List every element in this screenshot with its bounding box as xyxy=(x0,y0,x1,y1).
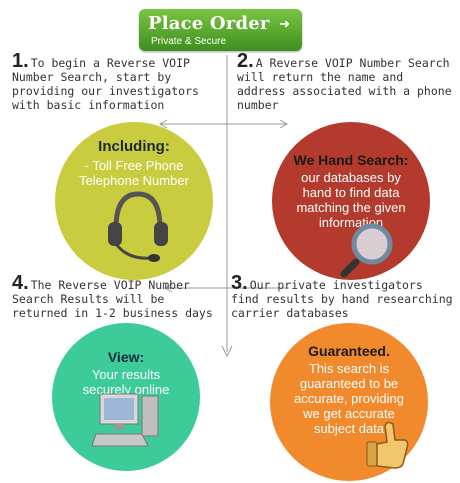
headset-icon xyxy=(108,191,168,262)
step-3: 3.Our private investigators find results… xyxy=(231,273,453,320)
guaranteed-line-5: subject data xyxy=(313,421,385,436)
thumbs-up-icon xyxy=(366,421,409,469)
hand-search-title: We Hand Search: xyxy=(293,152,409,168)
step-1: 1.To begin a Reverse VOIP Number Search,… xyxy=(12,51,222,112)
guaranteed-line-3: accurate, providing xyxy=(294,391,404,406)
vertical-arrow-head xyxy=(221,345,233,358)
including-line-1: - Toll Free Phone xyxy=(84,158,184,173)
view-line-1: Your results xyxy=(91,367,161,382)
step-3-text: Our private investigators find results b… xyxy=(231,278,453,320)
guaranteed-title: Guaranteed. xyxy=(308,343,390,359)
step-4-text: The Reverse VOIP Number Search Results w… xyxy=(12,278,213,320)
including-line-2: Telephone Number xyxy=(79,173,189,188)
view-line-2: securely online xyxy=(82,382,170,397)
hand-search-line-3: matching the given xyxy=(296,200,406,215)
place-order-label: Place Order xyxy=(148,13,270,34)
computer-icon xyxy=(91,393,159,447)
view-title: View: xyxy=(107,349,145,365)
step-4-number: 4. xyxy=(12,272,29,294)
step-1-number: 1. xyxy=(12,50,29,72)
guaranteed-line-2: guaranteed to be xyxy=(299,376,399,391)
guaranteed-text: This search is guaranteed to be accurate… xyxy=(274,361,424,436)
bottom-left-arrow xyxy=(163,283,173,293)
step-4: 4.The Reverse VOIP Number Search Results… xyxy=(12,273,222,320)
guaranteed-line-4: we get accurate xyxy=(303,406,395,421)
place-order-subtitle: Private & Secure xyxy=(151,36,227,47)
guaranteed-circle: Guaranteed. This search is guaranteed to… xyxy=(270,323,428,481)
step-2: 2.A Reverse VOIP Number Search will retu… xyxy=(237,51,452,112)
including-title: Including: xyxy=(98,138,170,155)
hand-search-circle: We Hand Search: our databases by hand to… xyxy=(272,122,430,280)
guaranteed-line-1: This search is xyxy=(308,361,390,376)
including-text: - Toll Free Phone Telephone Number xyxy=(59,158,209,188)
place-order-button[interactable]: Place Order ➜ Private & Secure xyxy=(139,9,302,51)
magnifier-icon xyxy=(340,223,393,278)
including-circle: Including: - Toll Free Phone Telephone N… xyxy=(55,122,213,280)
step-2-number: 2. xyxy=(237,50,254,72)
arrow-right-icon: ➜ xyxy=(279,17,290,32)
step-2-text: A Reverse VOIP Number Search will return… xyxy=(237,56,452,112)
hand-search-text: our databases by hand to find data match… xyxy=(276,170,426,230)
top-left-arrow xyxy=(158,119,168,129)
hand-search-line-1: our databases by xyxy=(301,170,401,185)
step-3-number: 3. xyxy=(231,272,248,294)
top-right-arrow xyxy=(279,119,289,129)
step-1-text: To begin a Reverse VOIP Number Search, s… xyxy=(12,56,199,112)
hand-search-line-2: hand to find data xyxy=(302,185,400,200)
